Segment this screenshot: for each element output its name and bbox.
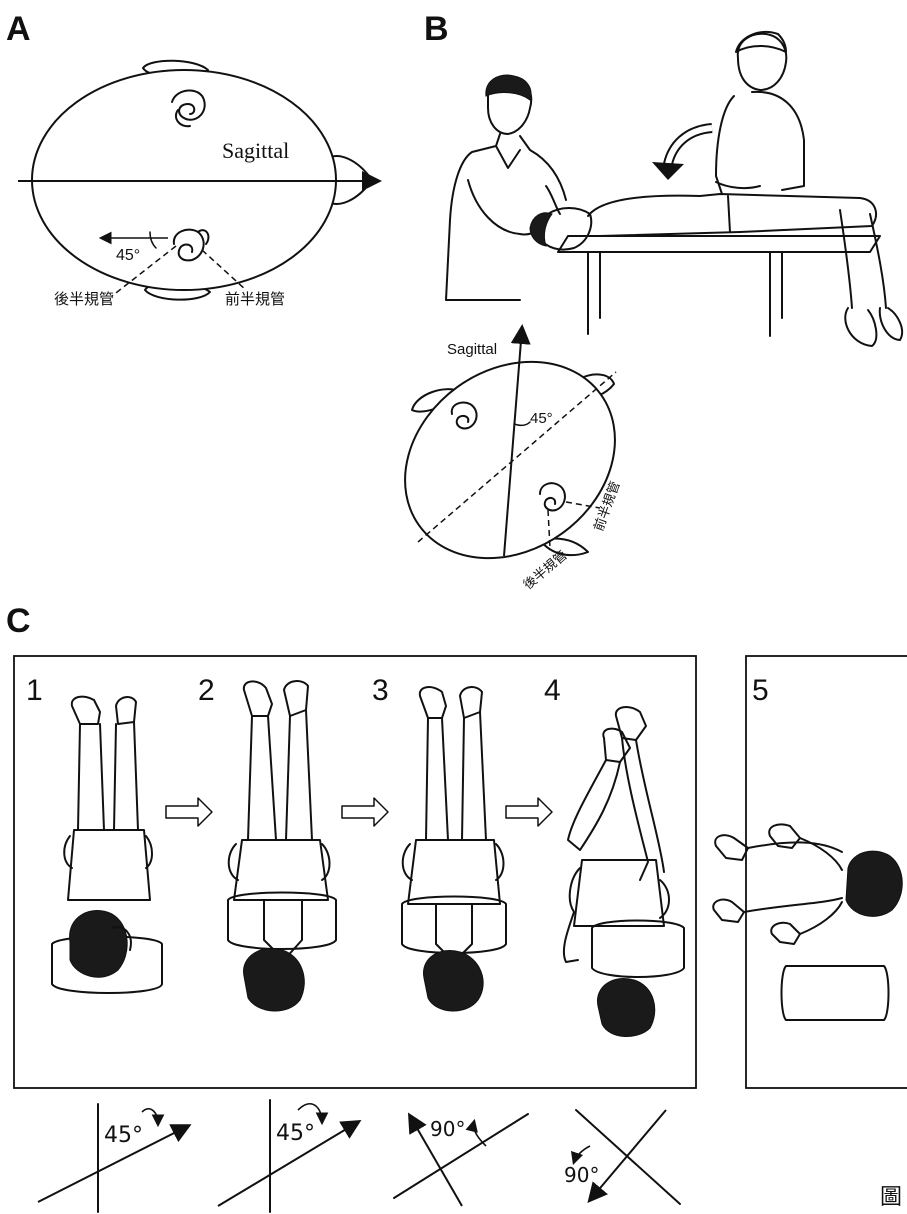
step-1-figure: [52, 697, 162, 993]
exam-table: [558, 236, 880, 336]
sagittal-label-b: Sagittal: [447, 341, 497, 358]
sagittal-label: Sagittal: [222, 138, 289, 163]
panel-c-label: C: [6, 602, 31, 640]
step-number-5: 5: [752, 674, 769, 707]
corner-character: 圖: [880, 1185, 902, 1210]
step-5-figure: [713, 824, 902, 1020]
head-outline-rotated: [366, 321, 653, 598]
patient-sitting: [716, 32, 804, 194]
angle-label-b: 45°: [530, 410, 553, 427]
angle-label-a: 45°: [116, 247, 140, 264]
panel-a-label: A: [6, 10, 31, 48]
angle-label-step-3: 90°: [430, 1117, 465, 1141]
panel-a: A Sagittal 45° 後半規管 前半規管: [6, 10, 378, 308]
step-number-1: 1: [26, 674, 43, 707]
axis-diagram-1: 45°: [38, 1104, 188, 1212]
step-number-2: 2: [198, 674, 215, 707]
panel-c: C 1 2 3 4 5: [6, 602, 907, 1212]
anterior-canal-label-a: 前半規管: [225, 290, 285, 308]
head-rotated-diagram: Sagittal 45° 後半規管 前半規管: [366, 321, 653, 598]
step-2-figure: [228, 681, 336, 1011]
step-number-3: 3: [372, 674, 389, 707]
transition-arrow-3: [506, 798, 552, 826]
transition-arrow-2: [342, 798, 388, 826]
examiner-figure: [446, 75, 566, 300]
axis-diagram-2: 45°: [218, 1100, 358, 1212]
pillow-step-5: [782, 966, 889, 1020]
posterior-canal-label-a: 後半規管: [54, 290, 114, 308]
transition-arrow-1: [166, 798, 212, 826]
angle-label-step-1: 45°: [104, 1123, 143, 1148]
axis-diagram-3: 90°: [394, 1114, 528, 1206]
panel-b: B: [366, 10, 902, 599]
step-4-figure: [564, 707, 684, 1036]
patient-lying: [530, 194, 902, 346]
movement-arrow: [652, 128, 712, 180]
step-3-figure: [402, 687, 506, 1011]
axis-diagram-4: 90°: [564, 1110, 680, 1204]
step-number-4: 4: [544, 674, 561, 707]
panel-b-label: B: [424, 10, 449, 48]
angle-label-step-2: 45°: [276, 1121, 315, 1146]
posterior-canal-label-b: 後半規管: [521, 548, 570, 593]
angle-label-step-4: 90°: [564, 1163, 599, 1187]
steps-1-4-frame: [14, 656, 696, 1088]
